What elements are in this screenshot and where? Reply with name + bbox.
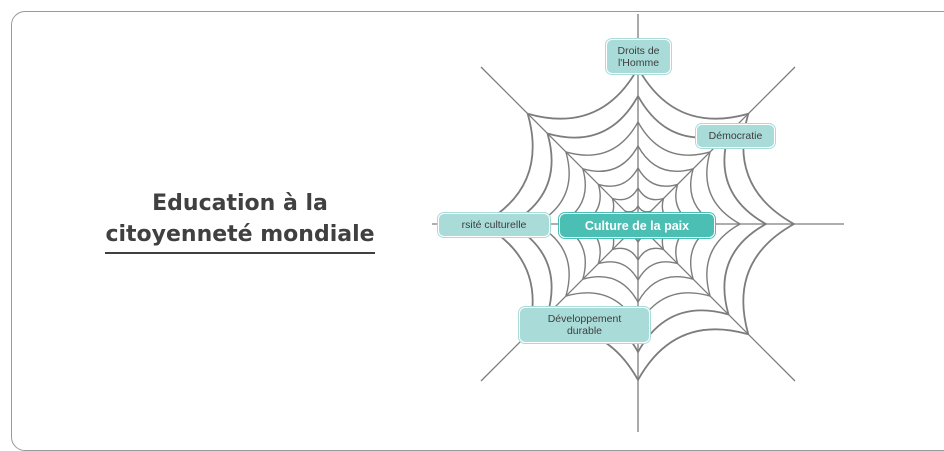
node-diversite-label: rsité culturelle	[461, 219, 527, 231]
center-node-label: Culture de la paix	[584, 218, 690, 233]
slide-title: Education à la citoyenneté mondiale	[80, 188, 400, 254]
web-radial-thread	[637, 223, 796, 382]
web-spiral-ring	[580, 167, 696, 282]
node-culture-de-la-paix[interactable]: Culture de la paix	[559, 213, 715, 238]
node-developpement-durable[interactable]: Développement durable	[519, 307, 650, 343]
node-droits-label: Droits de l'Homme	[617, 44, 660, 69]
web-radial-thread	[480, 66, 639, 225]
web-spiral-ring	[558, 145, 718, 304]
node-democratie-label: Démocratie	[708, 130, 763, 142]
web-spiral-ring	[508, 95, 768, 354]
node-droits-de-lhomme[interactable]: Droits de l'Homme	[606, 39, 671, 74]
node-developpement-label: Développement durable	[547, 313, 622, 337]
title-line-2: citoyenneté mondiale	[105, 219, 375, 254]
node-democratie[interactable]: Démocratie	[696, 124, 775, 148]
node-diversite-culturelle[interactable]: rsité culturelle	[438, 213, 550, 237]
title-line-1: Education à la	[152, 191, 328, 216]
web-spiral-ring	[480, 67, 796, 382]
web-radial-thread	[480, 223, 639, 382]
web-spiral-ring	[600, 187, 676, 262]
